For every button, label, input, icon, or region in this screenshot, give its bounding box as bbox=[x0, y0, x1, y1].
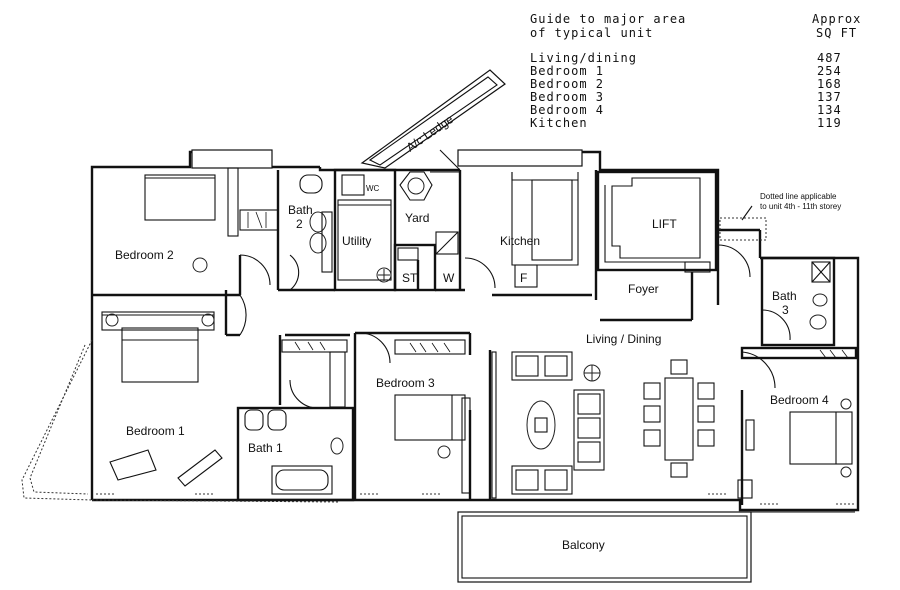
bedroom-3-label: Bedroom 3 bbox=[376, 376, 435, 390]
balcony: Balcony bbox=[457, 511, 855, 583]
living-dining-label: Living / Dining bbox=[586, 332, 661, 346]
window-marks bbox=[96, 493, 854, 505]
kitchen: F Kitchen bbox=[464, 170, 598, 300]
lift-label: LIFT bbox=[652, 217, 677, 231]
guide-approx-line1: Approx bbox=[812, 12, 861, 26]
bedroom-1-label: Bedroom 1 bbox=[126, 424, 185, 438]
outer-walls bbox=[90, 149, 860, 512]
area-guide: Guide to major area of typical unit Appr… bbox=[530, 12, 861, 130]
guide-approx-line2: SQ FT bbox=[816, 26, 857, 40]
living-dining: Living / Dining bbox=[488, 332, 715, 500]
guide-row-value: 168 bbox=[817, 77, 842, 91]
st-label: ST bbox=[402, 271, 418, 285]
bath-3: Bath 3 bbox=[760, 256, 836, 347]
fridge-label: F bbox=[520, 271, 527, 285]
guide-row-label: Bedroom 3 bbox=[530, 90, 604, 104]
wc-label: WC bbox=[366, 184, 380, 193]
service-area: WC Utility Yard ST W bbox=[333, 149, 465, 292]
guide-row-label: Kitchen bbox=[530, 116, 588, 130]
dotted-note-line1: Dotted line applicable bbox=[760, 192, 837, 201]
bath-3-label-a: Bath bbox=[772, 289, 797, 303]
guide-row-label: Bedroom 2 bbox=[530, 77, 604, 91]
guide-row-label: Living/dining bbox=[530, 51, 637, 65]
guide-row-value: 119 bbox=[817, 116, 842, 130]
bath-3-label-b: 3 bbox=[782, 303, 789, 317]
kitchen-label: Kitchen bbox=[500, 234, 540, 248]
balcony-label: Balcony bbox=[562, 538, 605, 552]
guide-row-label: Bedroom 4 bbox=[530, 103, 604, 117]
guide-row-value: 254 bbox=[817, 64, 842, 78]
guide-row-value: 487 bbox=[817, 51, 842, 65]
foyer-label: Foyer bbox=[628, 282, 659, 296]
lift-foyer: LIFT Foyer bbox=[596, 170, 751, 322]
bedroom-4-label: Bedroom 4 bbox=[770, 393, 829, 407]
utility-label: Utility bbox=[342, 234, 371, 248]
guide-row-value: 137 bbox=[817, 90, 842, 104]
guide-row-label: Bedroom 1 bbox=[530, 64, 604, 78]
bedroom-1: Bedroom 1 bbox=[101, 290, 247, 487]
guide-title-line2: of typical unit bbox=[530, 26, 653, 40]
guide-title-line1: Guide to major area bbox=[530, 12, 686, 26]
w-label: W bbox=[443, 271, 455, 285]
bath-2-label-a: Bath bbox=[288, 203, 313, 217]
yard-label: Yard bbox=[405, 211, 429, 225]
bath-2-label-b: 2 bbox=[296, 217, 303, 231]
dotted-note-line2: to unit 4th - 11th storey bbox=[760, 202, 841, 211]
bedroom-2-label: Bedroom 2 bbox=[115, 248, 174, 262]
bedroom-3: Bedroom 3 bbox=[353, 331, 472, 500]
bath-1-label: Bath 1 bbox=[248, 441, 283, 455]
bedroom-2: Bedroom 2 bbox=[92, 167, 271, 297]
left-balcony bbox=[21, 339, 341, 503]
bath-1: Bath 1 bbox=[236, 333, 355, 502]
bath-2: Bath 2 bbox=[239, 170, 335, 292]
bedroom-4: Bedroom 4 bbox=[737, 346, 858, 505]
dotted-line-note: Dotted line applicable to unit 4th - 11t… bbox=[719, 192, 841, 241]
guide-row-value: 134 bbox=[817, 103, 842, 117]
